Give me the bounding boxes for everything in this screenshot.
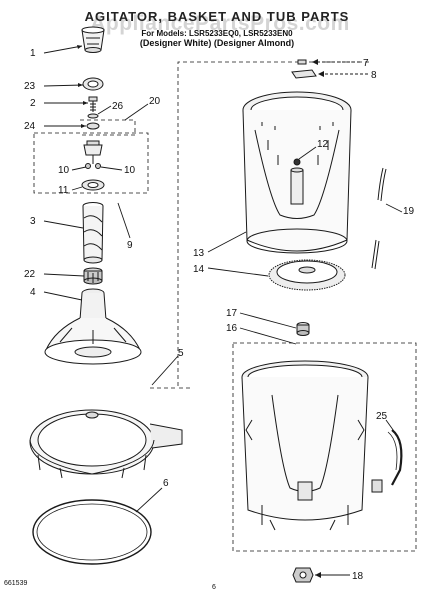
callout-11: 11	[58, 185, 69, 196]
leader-22	[43, 273, 85, 277]
part-24-cap	[86, 122, 100, 130]
part-6-gasket	[32, 499, 152, 565]
part-10-dogs	[83, 140, 103, 169]
callout-3: 3	[30, 216, 36, 227]
callout-19: 19	[403, 206, 415, 217]
leader-lines	[43, 45, 403, 576]
part-2-bolt	[88, 96, 98, 112]
callout-10a: 10	[58, 165, 70, 176]
callout-10b: 10	[124, 165, 136, 176]
part-23-seal	[82, 77, 104, 91]
diagram-title: AGITATOR, BASKET AND TUB PARTS	[84, 9, 350, 24]
box-16	[232, 342, 417, 552]
callout-4: 4	[30, 287, 36, 298]
leader-arrowheads	[77, 45, 324, 578]
callout-labels: 1 23 2 26 24 20 10 10 11 3 9 22 4 5 6 7 …	[24, 48, 415, 582]
page-number: 6	[212, 584, 216, 591]
callout-12: 12	[317, 139, 329, 150]
callout-14: 14	[193, 264, 205, 275]
callout-18: 18	[352, 571, 364, 582]
callout-6: 6	[163, 478, 169, 489]
leader-5	[151, 355, 179, 386]
leader-26	[97, 105, 112, 115]
part-22-bearing	[83, 267, 103, 285]
leader-16	[239, 327, 297, 345]
part-26-washer	[87, 113, 99, 119]
leader-12	[298, 146, 317, 160]
part-7-8-clip-bracket	[291, 59, 317, 79]
leader-11	[71, 186, 83, 191]
leader-25	[385, 419, 397, 435]
callout-17: 17	[226, 308, 238, 319]
leader-14	[207, 267, 269, 277]
part-16-outer-tub	[241, 360, 383, 531]
color-line: (Designer White) (Designer Almond)	[139, 38, 295, 48]
callout-20: 20	[149, 96, 161, 107]
callout-5: 5	[178, 348, 184, 359]
leader-1	[43, 45, 83, 54]
part-3-auger	[82, 202, 104, 264]
part-1-agitator-cap	[81, 26, 105, 53]
part-17-spin-seal	[296, 322, 310, 336]
callout-25: 25	[376, 411, 388, 422]
dashed-group-boxes	[33, 61, 417, 552]
callout-26: 26	[112, 101, 124, 112]
callout-22: 22	[24, 269, 36, 280]
part-19-hose	[371, 167, 387, 270]
callout-24: 24	[24, 121, 36, 132]
leader-9	[117, 202, 131, 239]
leader-3	[43, 220, 84, 229]
callout-23: 23	[24, 81, 36, 92]
part-14-hub	[268, 259, 346, 291]
callout-16: 16	[226, 323, 238, 334]
part-13-basket	[242, 91, 352, 254]
part-11-cam	[81, 179, 105, 191]
leader-19	[385, 203, 403, 213]
part-25-hose	[387, 429, 403, 486]
box-5	[177, 61, 372, 389]
callout-13: 13	[193, 248, 205, 259]
callout-2: 2	[30, 98, 36, 109]
leader-17	[239, 312, 297, 329]
part-18-nut	[292, 567, 314, 583]
part-4-agitator-base	[44, 288, 142, 365]
watermark-text: AppliancePartsPros.com	[90, 12, 350, 35]
box-9	[33, 132, 149, 194]
leader-4	[43, 291, 83, 301]
part-list-number: 661539	[4, 580, 28, 587]
callout-9: 9	[127, 240, 133, 251]
leader-6	[135, 487, 163, 513]
leader-10b	[100, 166, 123, 171]
leader-10a	[71, 166, 87, 171]
model-line: For Models: LSR5233EQ0, LSR5233EN0	[141, 29, 293, 38]
leader-13	[207, 231, 247, 253]
leader-23	[43, 84, 84, 87]
part-5-tub-ring	[29, 409, 183, 479]
leader-20	[124, 103, 149, 121]
callout-7: 7	[363, 58, 369, 69]
callout-1: 1	[30, 48, 36, 59]
part-12-nut	[293, 158, 301, 166]
callout-8: 8	[371, 70, 377, 81]
